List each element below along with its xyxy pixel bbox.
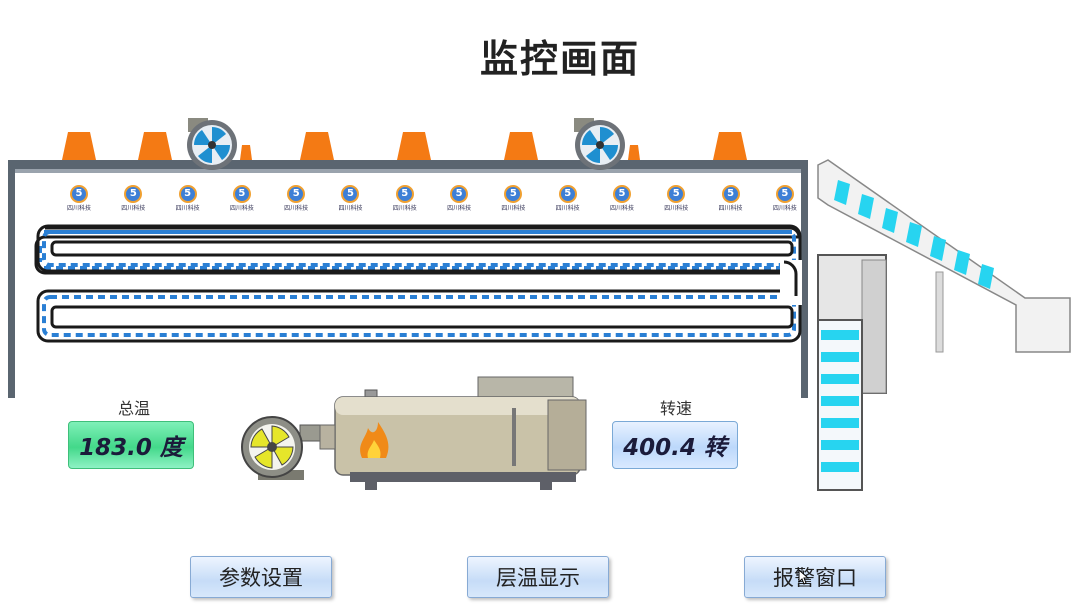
layer-temp-display-button[interactable]: 层温显示: [467, 556, 609, 598]
conveyor-belt: [34, 224, 802, 343]
heater-boiler: [319, 376, 587, 490]
vertical-elevator: [817, 254, 887, 491]
page-title: 监控画面: [479, 37, 640, 81]
dryer-frame: [8, 160, 808, 398]
total-temp-label: 总温: [117, 399, 150, 418]
inclined-feeder: [817, 159, 1071, 353]
mouse-cursor-icon: [798, 569, 810, 585]
rotation-speed-label: 转速: [659, 399, 692, 418]
total-temp-value: 183.0 度: [68, 421, 194, 469]
burner-fan-icon: [241, 416, 333, 480]
alarm-window-button[interactable]: 报警窗口: [744, 556, 886, 598]
exhaust-chimneys: [62, 132, 747, 160]
top-fan-2-icon: [574, 118, 625, 170]
top-fan-1-icon: [187, 118, 237, 170]
parameter-settings-button[interactable]: 参数设置: [190, 556, 332, 598]
rotation-speed-value: 400.4 转: [612, 421, 738, 469]
